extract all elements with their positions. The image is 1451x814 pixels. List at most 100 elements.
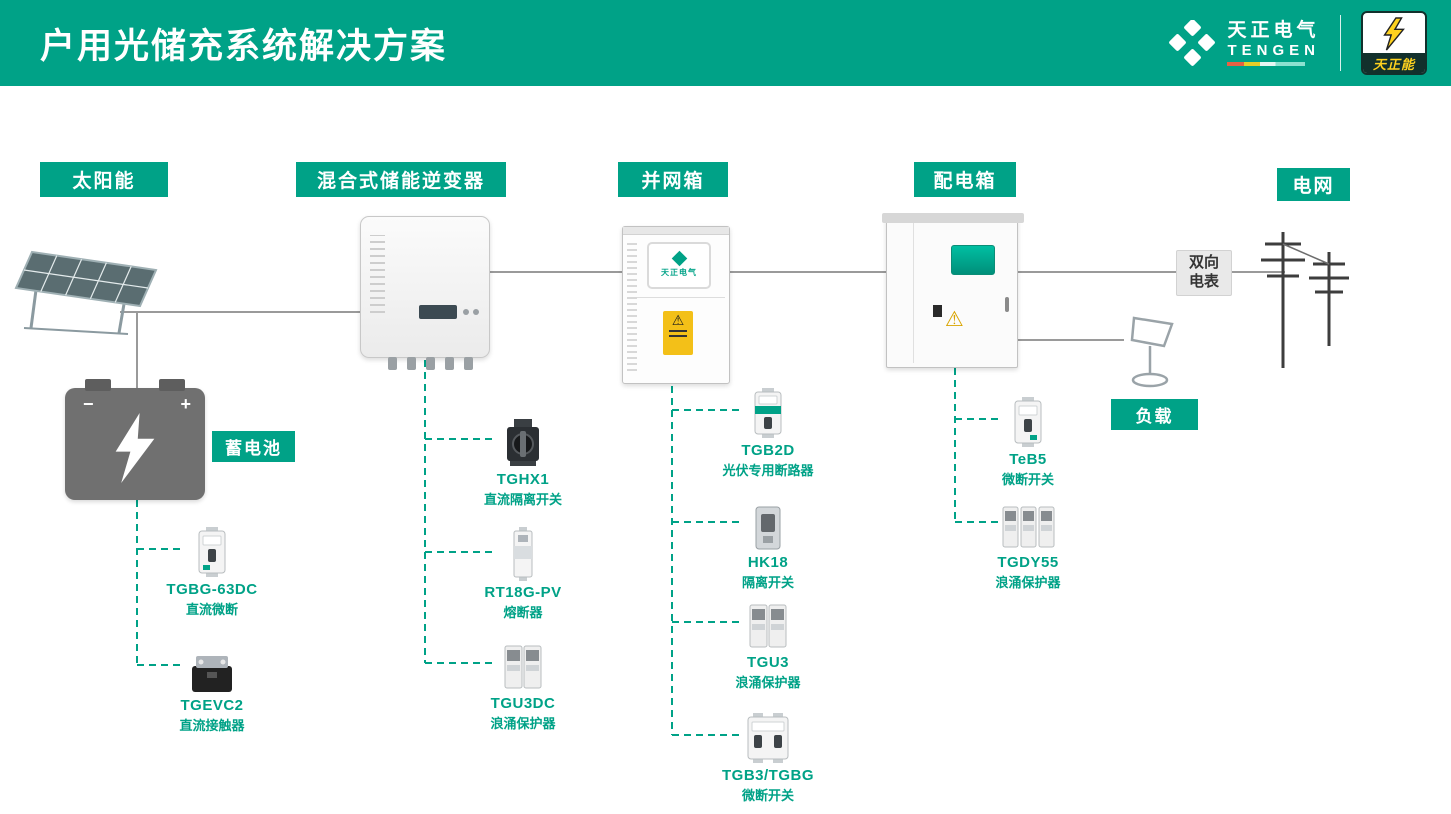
product-tgbg-63dc: TGBG-63DC 直流微断	[150, 522, 274, 618]
product-name: TGU3DC	[490, 695, 556, 712]
brand-name-en: TENGEN	[1227, 41, 1320, 59]
power-grid-illustration	[1261, 232, 1349, 368]
header: 户用光储充系统解决方案 天正电气 TENGEN 天正能	[0, 0, 1451, 86]
product-desc: 浪涌保护器	[490, 716, 556, 731]
battery-terminal	[159, 379, 185, 391]
cabinet-logo-text: 天正电气	[661, 268, 697, 277]
inverter-ports	[388, 357, 473, 370]
rt18g-pv-image	[461, 525, 585, 581]
cabinet-divider	[637, 297, 725, 298]
tag-solar: 太阳能	[40, 162, 168, 197]
cabinet-door-line	[913, 223, 914, 363]
breaker-icon	[198, 527, 226, 577]
tgbg-63dc-image	[150, 522, 274, 578]
product-desc: 直流微断	[185, 602, 238, 617]
meter-label-line1: 双向	[1188, 254, 1219, 272]
two-pole-breaker-icon	[747, 713, 789, 763]
product-desc: 隔离开关	[741, 575, 794, 590]
tgb2d-image	[706, 383, 830, 439]
bidirectional-meter: 双向 电表	[1176, 250, 1232, 296]
brand-area: 天正电气 TENGEN 天正能	[1169, 11, 1427, 75]
cabinet-cap	[882, 213, 1024, 223]
warning-icon: ⚠	[671, 312, 685, 328]
product-name: TGEVC2	[180, 697, 244, 714]
breaker-icon	[1014, 397, 1042, 447]
product-name: RT18G-PV	[484, 584, 562, 601]
product-tgu3dc: TGU3DC 浪涌保护器	[461, 636, 585, 732]
product-desc: 直流接触器	[179, 718, 245, 733]
product-name: TGB2D	[741, 442, 795, 459]
lightning-fist-icon	[1383, 17, 1405, 51]
lightning-icon	[115, 413, 155, 484]
teb5-image	[966, 392, 1090, 448]
product-tgb3-tgbg: TGB3/TGBG 微断开关	[706, 708, 830, 804]
product-tgdy55: TGDY55 浪涌保护器	[966, 495, 1090, 591]
product-name: TGHX1	[496, 471, 550, 488]
product-desc: 浪涌保护器	[995, 575, 1061, 590]
product-name: TGB3/TGBG	[721, 767, 814, 784]
inverter-illustration	[360, 216, 490, 358]
warning-sticker: ⚠	[663, 311, 693, 355]
brand-name: 天正电气	[1227, 19, 1320, 41]
page-title: 户用光储充系统解决方案	[40, 26, 448, 66]
cabinet-screen	[951, 245, 995, 275]
minus-sign: −	[83, 394, 94, 414]
brand-separator	[1340, 15, 1341, 71]
product-desc: 微断开关	[741, 788, 794, 803]
tag-battery: 蓄电池	[212, 431, 295, 462]
tag-inverter: 混合式储能逆变器	[296, 162, 506, 197]
cabinet-window: 天正电气	[647, 242, 711, 289]
tgevc2-image	[150, 638, 274, 694]
tengen-logo-icon	[1169, 20, 1216, 66]
tgb3-tgbg-image	[706, 708, 830, 764]
tgdy55-image	[966, 495, 1090, 551]
isolator-icon	[755, 506, 781, 550]
brand-text: 天正电气 TENGEN	[1227, 19, 1320, 67]
product-rt18g-pv: RT18G-PV 熔断器	[461, 525, 585, 621]
tag-grid-box: 并网箱	[618, 162, 728, 197]
cabinet-top	[623, 227, 729, 235]
rotary-switch-icon	[507, 419, 539, 466]
tag-load: 负载	[1111, 399, 1198, 430]
plus-sign: +	[180, 394, 191, 414]
tag-grid: 电网	[1277, 168, 1350, 201]
product-name: TGDY55	[997, 554, 1059, 571]
tengen-mini-logo-icon	[671, 250, 687, 267]
product-name: HK18	[747, 554, 789, 571]
product-name: TGU3	[746, 654, 789, 671]
grid-box-illustration: 天正电气 ⚠	[622, 226, 730, 384]
meter-label-line2: 电表	[1188, 273, 1219, 290]
dist-box-illustration: ⚠	[882, 213, 1024, 368]
product-desc: 熔断器	[503, 605, 543, 620]
battery-terminal	[85, 379, 111, 391]
product-tgu3: TGU3 浪涌保护器	[706, 595, 830, 691]
product-desc: 直流隔离开关	[483, 492, 562, 507]
surge-protector-icon	[1002, 506, 1055, 548]
cabinet-sticker	[933, 305, 942, 317]
inverter-screen	[419, 305, 457, 319]
inverter-button	[473, 309, 479, 315]
product-desc: 微断开关	[1001, 472, 1054, 487]
warning-icon: ⚠	[945, 308, 964, 331]
tgu3-image	[706, 595, 830, 651]
product-name: TGBG-63DC	[166, 581, 258, 598]
cabinet-vent	[627, 243, 637, 371]
brand-tagline-stripe	[1227, 62, 1306, 67]
solar-panel-illustration	[14, 250, 158, 335]
contactor-icon	[192, 656, 232, 692]
product-tgevc2: TGEVC2 直流接触器	[150, 638, 274, 734]
inverter-button	[463, 309, 469, 315]
pv-breaker-icon	[754, 388, 782, 438]
tgu3dc-image	[461, 636, 585, 692]
lamp-illustration	[1130, 316, 1174, 388]
surge-protector-icon	[749, 604, 787, 648]
product-teb5: TeB5 微断开关	[966, 392, 1090, 488]
product-name: TeB5	[1009, 451, 1047, 468]
inverter-vent	[370, 235, 385, 313]
badge-label: 天正能	[1363, 53, 1425, 73]
product-tgb2d: TGB2D 光伏专用断路器	[706, 383, 830, 479]
tag-dist-box: 配电箱	[914, 162, 1016, 197]
tianzhengneng-badge: 天正能	[1361, 11, 1427, 75]
product-desc: 光伏专用断路器	[722, 463, 814, 478]
